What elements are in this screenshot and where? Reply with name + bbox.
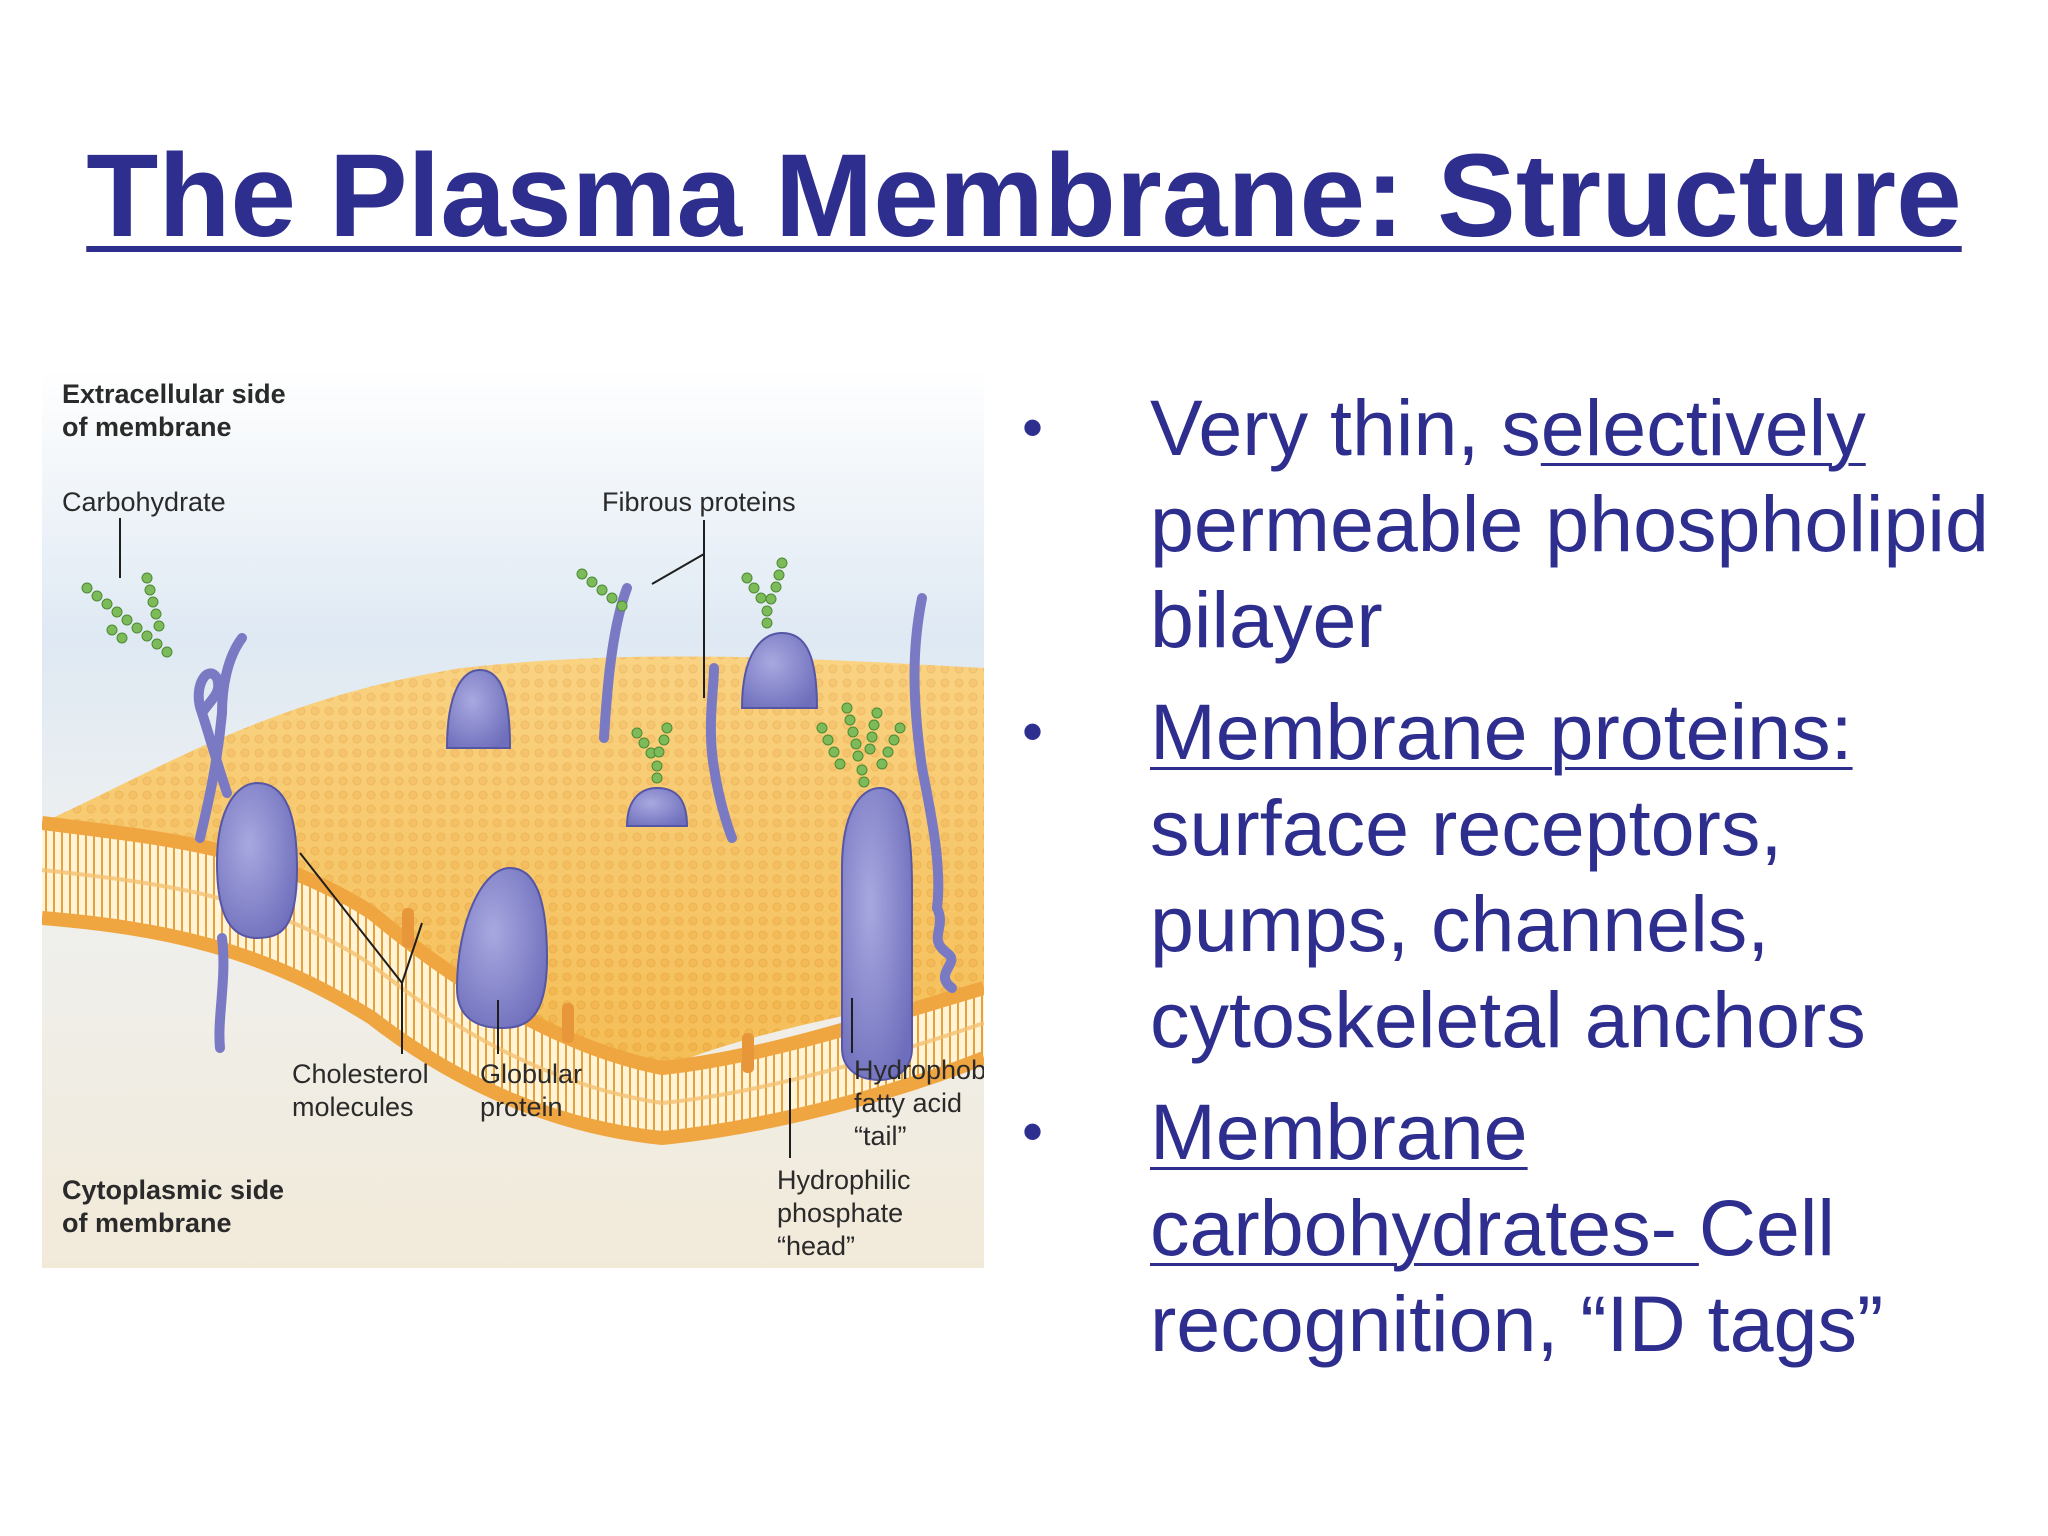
fibrous-proteins-label: Fibrous proteins: [602, 487, 796, 517]
membrane-illustration: [42, 368, 984, 1268]
bullet-text-post: surface receptors, pumps, channels, cyto…: [1150, 783, 1866, 1064]
bullet-marker: •: [1022, 698, 1044, 765]
membrane-diagram: Extracellular side of membrane Carbohydr…: [42, 368, 984, 1268]
hydrophilic-line-3: “head”: [777, 1231, 856, 1261]
slide-title: The Plasma Membrane: Structure: [86, 130, 1962, 262]
fibrous-proteins: [193, 583, 957, 1053]
globular-line-1: Globular: [480, 1059, 583, 1089]
bullet-text-underlined: Membrane proteins:: [1150, 687, 1853, 776]
hydrophilic-line-1: Hydrophilic: [777, 1165, 911, 1195]
cytoplasmic-line-2: of membrane: [62, 1208, 232, 1238]
hydrophobic-line-2: fatty acid: [854, 1088, 963, 1118]
bullet-text-pre: Very thin, s: [1150, 383, 1541, 472]
bullet-item: • Membrane proteins: surface receptors, …: [1010, 684, 2040, 1068]
cholesterol-line-1: Cholesterol: [292, 1059, 429, 1089]
cytoplasmic-line-1: Cytoplasmic side: [62, 1175, 285, 1205]
extracellular-label: Extracellular side of membrane: [62, 378, 286, 444]
bullet-item: • Very thin, selectively permeable phosp…: [1010, 380, 2040, 668]
extracellular-line-2: of membrane: [62, 412, 232, 442]
bullet-list: • Very thin, selectively permeable phosp…: [1010, 380, 2040, 1388]
carbohydrate-chains: [81, 557, 906, 788]
extracellular-line-1: Extracellular side: [62, 379, 286, 409]
globular-protein-label: Globular protein: [480, 1058, 582, 1124]
carbohydrate-label: Carbohydrate: [62, 487, 226, 517]
hydrophilic-line-2: phosphate: [777, 1198, 904, 1228]
cholesterol-line-2: molecules: [292, 1092, 414, 1122]
globular-line-2: protein: [480, 1092, 563, 1122]
hydrophobic-line-3: “tail”: [854, 1121, 907, 1151]
bullet-item: • Membrane carbohydrates- Cell recogniti…: [1010, 1084, 2040, 1372]
bullet-text-underlined: electively: [1540, 383, 1866, 472]
bullet-marker: •: [1022, 394, 1044, 461]
cytoplasmic-label: Cytoplasmic side of membrane: [62, 1174, 284, 1240]
globular-proteins: [215, 631, 913, 1082]
bullet-text-post: Cell recognition, “ID tags”: [1150, 1183, 1884, 1368]
cholesterol-label: Cholesterol molecules: [292, 1058, 429, 1124]
hydrophobic-tail-label: Hydrophobic fatty acid “tail”: [854, 1054, 984, 1153]
leader-lines: [119, 518, 853, 1158]
bullet-marker: •: [1022, 1098, 1044, 1165]
bullet-text-post: permeable phospholipid bilayer: [1150, 479, 1989, 664]
hydrophobic-line-1: Hydrophobic: [854, 1055, 984, 1085]
hydrophilic-head-label: Hydrophilic phosphate “head”: [777, 1164, 911, 1263]
bullet-text-underlined: Membrane carbohydrates-: [1150, 1087, 1699, 1272]
